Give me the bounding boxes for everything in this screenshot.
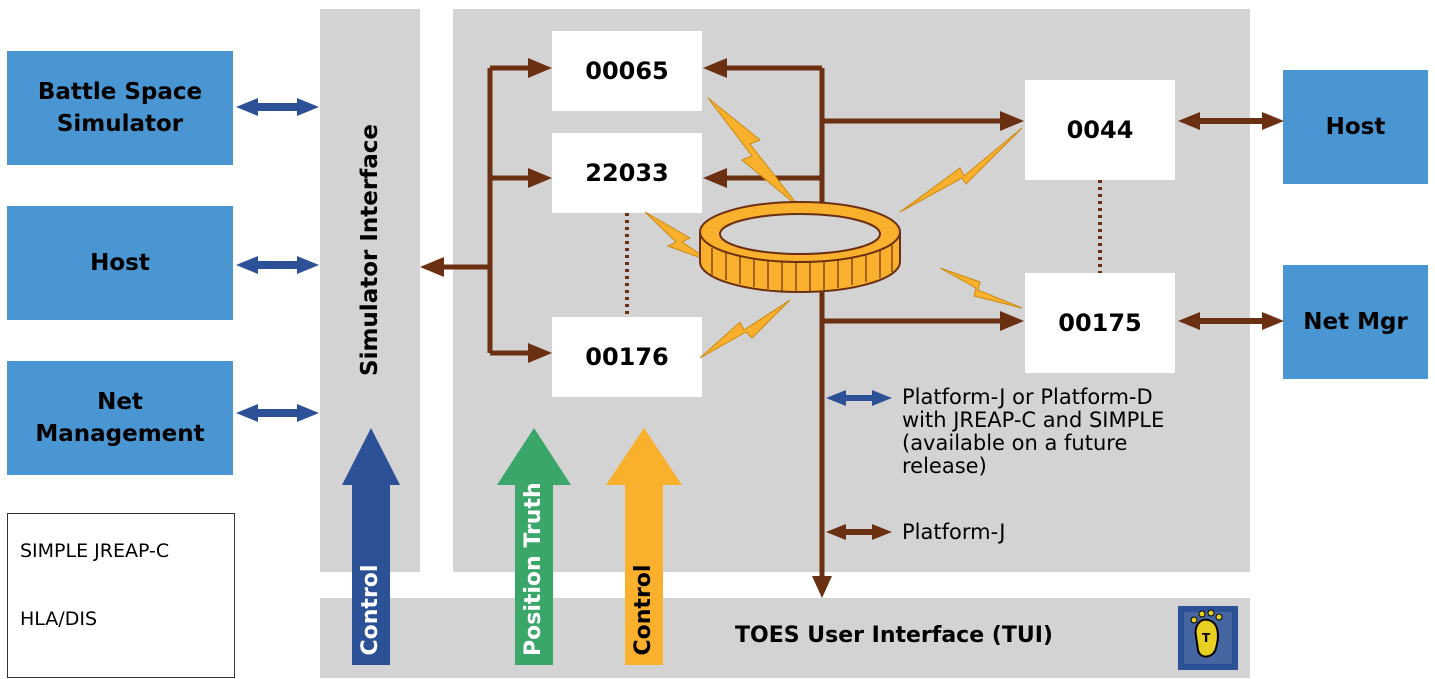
lightning-bolt-00065 — [707, 97, 801, 209]
platform-j-note: Platform-J — [902, 520, 1006, 544]
left-bus — [442, 65, 530, 356]
footprint-icon: T — [1178, 606, 1238, 670]
bidirectional-arrow-net-mgr — [1178, 312, 1284, 330]
simulator-interface-label: Simulator Interface — [357, 124, 383, 376]
position-truth-label: Position Truth — [521, 482, 546, 656]
host-left-box: Host — [7, 206, 233, 320]
control-arrow-blue-label: Control — [358, 564, 383, 656]
lightning-bolt-0044 — [899, 127, 1023, 213]
tui-label: TOES User Interface (TUI) — [735, 623, 1053, 648]
note-arrow-blue — [826, 390, 892, 406]
legend-label-hla-dis: HLA/DIS — [20, 608, 98, 630]
tui-panel — [320, 598, 1250, 678]
node-00176: 00176 — [552, 317, 702, 397]
position-truth-arrow — [497, 428, 571, 665]
net-mgr-box: Net Mgr — [1283, 265, 1428, 379]
control-arrow-orange-label: Control — [631, 564, 656, 656]
node-00065: 00065 — [552, 31, 702, 111]
control-arrow-blue — [342, 428, 400, 665]
bidirectional-arrow-net-management — [236, 404, 319, 422]
bidirectional-arrow-battle-space — [236, 98, 319, 116]
left-bus-heads — [420, 58, 552, 363]
net-management-box: Net Management — [7, 361, 233, 475]
bidirectional-arrow-host-left — [236, 256, 319, 274]
platform-jd-note: Platform-J or Platform-D with JREAP-C an… — [902, 385, 1165, 478]
ring-icon — [699, 201, 901, 293]
node-00175: 00175 — [1025, 273, 1175, 373]
central-trunk — [726, 65, 1000, 580]
lightning-bolt-00176 — [699, 299, 791, 359]
central-trunk-heads — [703, 58, 1024, 598]
battle-space-simulator-box: Battle Space Simulator — [7, 51, 233, 165]
lightning-bolt-00175 — [939, 267, 1023, 309]
legend-label-simple-jreap: SIMPLE JREAP-C — [20, 540, 170, 562]
host-right-box: Host — [1283, 70, 1428, 184]
control-arrow-orange — [606, 428, 682, 665]
bidirectional-arrow-host-right — [1178, 112, 1284, 130]
legend — [7, 513, 235, 678]
note-arrow-brown — [826, 524, 892, 540]
node-0044: 0044 — [1025, 80, 1175, 180]
svg-text:T: T — [1202, 631, 1211, 645]
node-22033: 22033 — [552, 133, 702, 213]
